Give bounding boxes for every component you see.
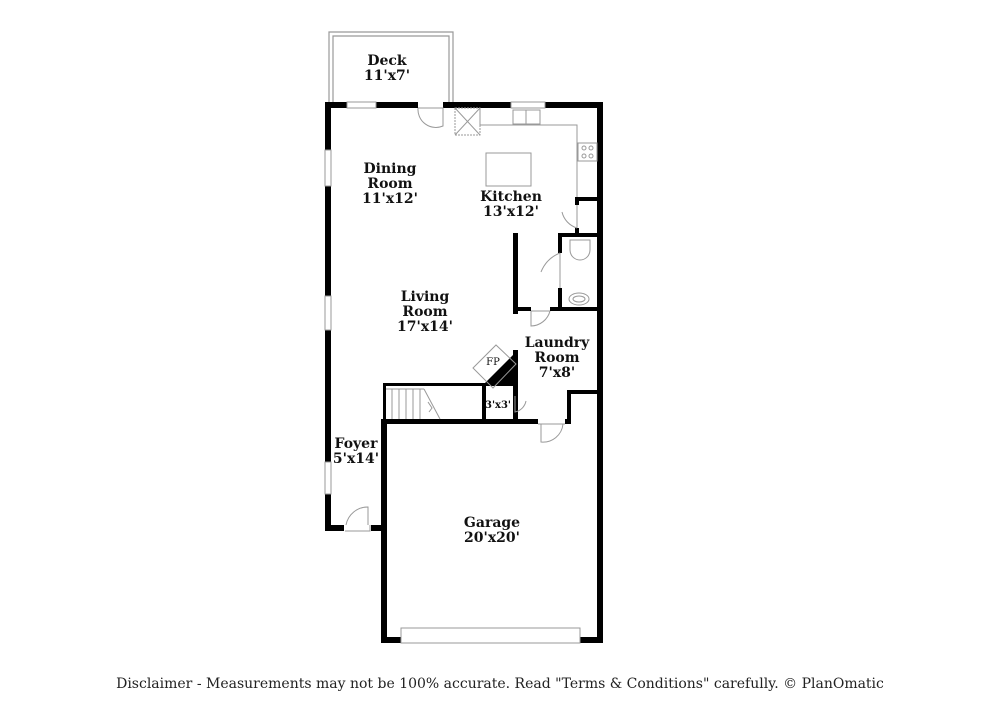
deck-outline [328, 31, 454, 102]
bathroom-fixtures [568, 239, 591, 306]
room-label-deck: Deck 11'x7' [364, 54, 410, 84]
room-label-living: Living Room 17'x14' [397, 290, 453, 335]
room-name-line2: Room [367, 176, 413, 192]
room-name-line2: Room [402, 304, 448, 320]
closet-dimensions: 3'x3' [484, 400, 512, 411]
room-name: Foyer [334, 436, 378, 452]
room-dimensions: 20'x20' [464, 530, 520, 546]
kitchen-fixtures [454, 107, 598, 197]
fireplace [472, 344, 517, 389]
walls [325, 102, 603, 643]
room-label-fireplace: FP [486, 357, 500, 368]
windows [324, 101, 581, 644]
room-label-laundry: Laundry Room 7'x8' [525, 336, 590, 381]
room-label-kitchen: Kitchen 13'x12' [480, 190, 542, 220]
fireplace-label: FP [486, 357, 500, 368]
disclaimer-text: Disclaimer - Measurements may not be 100… [116, 676, 884, 692]
room-name: Dining [363, 161, 417, 177]
room-label-closet: 3'x3' [485, 400, 511, 411]
room-name-line2: Room [534, 350, 580, 366]
room-name: Deck [367, 53, 407, 69]
room-name: Laundry [524, 335, 590, 351]
room-dimensions: 11'x7' [363, 68, 411, 84]
doors [345, 107, 578, 532]
room-label-dining: Dining Room 11'x12' [362, 162, 418, 207]
room-name: Kitchen [480, 189, 542, 205]
room-name: Garage [463, 515, 521, 531]
room-dimensions: 17'x14' [397, 319, 453, 335]
room-label-garage: Garage 20'x20' [464, 516, 520, 546]
room-dimensions: 7'x8' [538, 365, 576, 381]
room-dimensions: 11'x12' [362, 191, 418, 207]
room-label-foyer: Foyer 5'x14' [333, 437, 379, 467]
room-dimensions: 5'x14' [332, 451, 380, 467]
stairs [386, 388, 441, 420]
room-name: Living [400, 289, 450, 305]
room-dimensions: 13'x12' [483, 204, 539, 220]
